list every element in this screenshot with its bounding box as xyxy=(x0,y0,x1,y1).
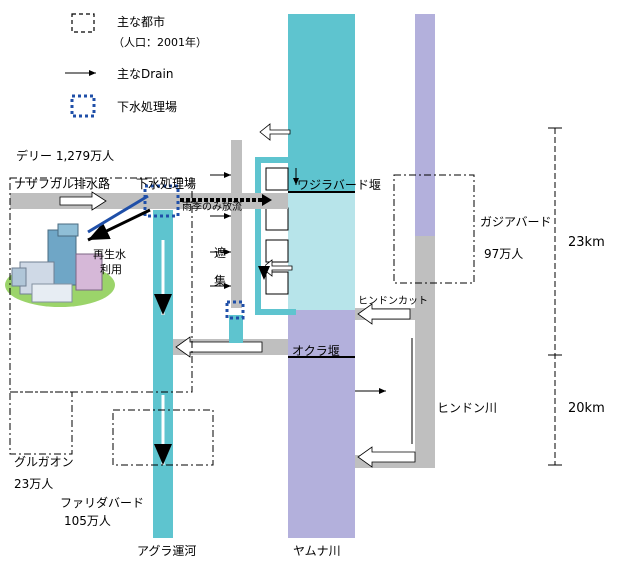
hindon-upper xyxy=(415,14,435,236)
agra-canal-label: アグラ運河 xyxy=(137,544,196,558)
faridabad-name-label: ファリダバード xyxy=(60,495,144,510)
gurgaon-name-label: グルガオン xyxy=(14,455,74,469)
ghaziabad-pop-label: 97万人 xyxy=(484,247,523,261)
supplementary-drain xyxy=(231,140,242,308)
stp-inflow-arrow xyxy=(87,194,149,234)
city-legend-symbol xyxy=(71,13,95,33)
legend-city-label: 主な都市 xyxy=(117,14,165,29)
legend: 主な都市 （人口：2001年） 主なDrain 下水処理場 xyxy=(65,13,207,118)
delhi-city-box xyxy=(9,177,193,393)
wazirabad-label: ワジラバード堰 xyxy=(297,178,381,192)
ghaziabad-name-label: ガジアバード xyxy=(480,215,552,229)
najafgarh-stp-symbol xyxy=(143,184,180,218)
yamuna-river-label: ヤムナ川 xyxy=(293,544,341,558)
legend-city-note: （人口：2001年） xyxy=(113,35,207,49)
hindon-cut-label: ヒンドンカット xyxy=(358,295,428,307)
gurgaon-city-box xyxy=(9,391,73,455)
interceptor-label-1: 遮 xyxy=(214,245,226,260)
city-boxes xyxy=(9,174,475,466)
yamuna-middle-segment xyxy=(288,192,355,310)
rain-season-release xyxy=(180,194,272,206)
yamuna-upper-segment xyxy=(288,14,355,192)
gurgaon-pop-label: 23万人 xyxy=(14,477,53,491)
hindon-lower xyxy=(415,236,435,468)
scale-bars: 23km 20km xyxy=(548,127,605,466)
legend-drain-label: 主なDrain xyxy=(117,67,173,81)
hindon-cut-arrow-icon xyxy=(357,303,411,325)
interceptor-label-2: 集 xyxy=(214,273,226,288)
okhla-label: オクラ堰 xyxy=(292,344,340,358)
yamuna-lower-segment xyxy=(288,310,355,538)
hindon-river-label: ヒンドン川 xyxy=(437,401,497,415)
diversion-arrow-icon xyxy=(259,123,291,141)
stp-legend-symbol xyxy=(70,94,96,118)
najafgarh-flow-arrow-icon xyxy=(59,191,107,211)
hindon-river xyxy=(355,14,435,468)
legend-stp-label: 下水処理場 xyxy=(117,100,177,114)
faridabad-pop-label: 105万人 xyxy=(64,514,111,528)
najafgarh-drain-label: ナザフガル排水路 xyxy=(14,176,110,191)
yamuna-river xyxy=(288,14,355,538)
reuse-label-line2: 利用 xyxy=(100,263,122,276)
stp-top-label: 下水処理場 xyxy=(136,177,196,191)
buildings-illustration xyxy=(5,223,115,307)
small-stp-symbol xyxy=(225,300,245,320)
delhi-label: デリー 1,279万人 xyxy=(16,148,114,163)
rain-release-label: 雨季のみ放流 xyxy=(182,200,242,213)
reuse-label-line1: 再生水 xyxy=(93,247,126,261)
faridabad-city-box xyxy=(112,409,214,466)
agra-canal xyxy=(153,210,243,538)
reuse-arrow-icon xyxy=(87,208,151,242)
lower-distance-label: 20km xyxy=(568,401,605,416)
hindon-join-arrow-icon xyxy=(357,446,416,468)
ghaziabad-city-box xyxy=(393,174,475,284)
upper-distance-label: 23km xyxy=(568,235,605,250)
